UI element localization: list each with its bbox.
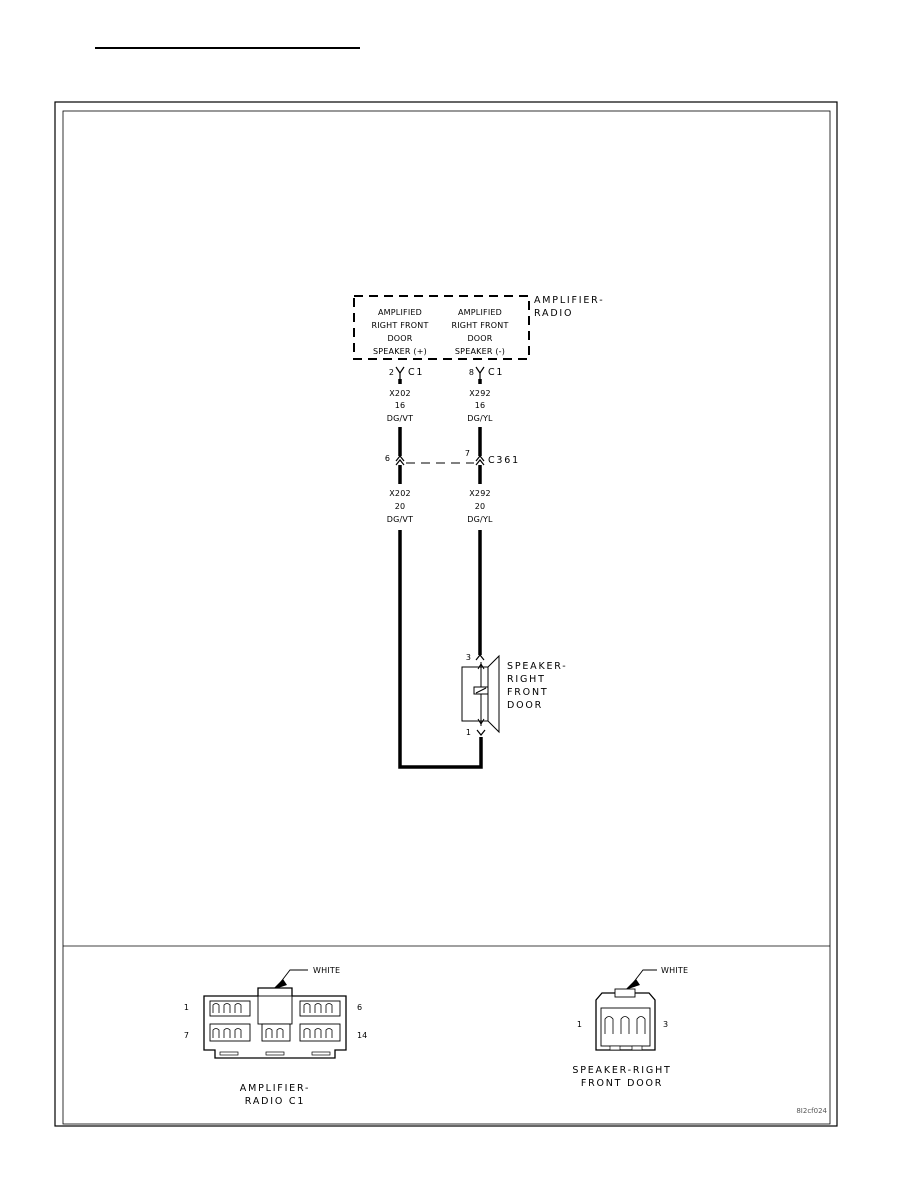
speaker-name-2: RIGHT <box>507 674 546 685</box>
pos-output-label-1: AMPLIFIED <box>378 308 422 317</box>
c361-connector: 6 7 C361 <box>385 449 520 466</box>
wire-x292-lower-color: DG/YL <box>467 515 493 524</box>
neg-output-label-4: SPEAKER (-) <box>455 347 505 356</box>
c1-connector-pos: 2 C1 <box>389 366 424 379</box>
c361-label: C361 <box>488 455 520 466</box>
wire-x292-lower-id: X292 <box>469 489 491 498</box>
amp-c1-name-1: AMPLIFIER- <box>240 1083 310 1094</box>
c1-pos-terminal-icon <box>395 366 405 375</box>
neg-output-label-3: DOOR <box>467 334 492 343</box>
speaker-connector-view: WHITE 1 3 SPEAKER-RIGHT FRONT DOOR <box>572 966 688 1089</box>
amp-c1-pin-6: 6 <box>357 1003 362 1012</box>
c1-label-neg: C1 <box>488 367 504 378</box>
speaker-conn-color-leader <box>632 969 657 984</box>
c361-neg-male-icon <box>475 459 485 466</box>
amplifier-radio-component: AMPLIFIER- RADIO AMPLIFIED RIGHT FRONT D… <box>353 295 604 360</box>
c361-neg-female-icon <box>475 455 485 462</box>
amp-c1-name-2: RADIO C1 <box>245 1096 305 1107</box>
wire-x292-upper-id: X292 <box>469 389 491 398</box>
c1-neg-terminal-icon <box>475 366 485 375</box>
wire-x292-upper-color: DG/YL <box>467 414 493 423</box>
speaker-pin-top: 3 <box>466 653 471 662</box>
wire-x202-upper-color: DG/VT <box>387 414 413 423</box>
wire-x202-lower-id: X202 <box>389 489 411 498</box>
pos-output-label-4: SPEAKER (+) <box>373 347 427 356</box>
wire-x292-lower-gauge: 20 <box>475 502 486 511</box>
c361-pin-pos: 6 <box>385 454 390 463</box>
neg-output-label-1: AMPLIFIED <box>458 308 502 317</box>
speaker-conn-pin-1: 1 <box>577 1020 582 1029</box>
pos-output-label-2: RIGHT FRONT <box>371 321 428 330</box>
speaker-conn-name-2: FRONT DOOR <box>581 1078 663 1089</box>
page-frame-inner <box>62 110 831 1125</box>
speaker-right-front-door: 3 1 SPEAKER- RIGHT FRONT DOOR <box>461 653 568 737</box>
neg-output-label-2: RIGHT FRONT <box>451 321 508 330</box>
amplifier-radio-name-2: RADIO <box>534 308 573 319</box>
c361-pos-female-icon <box>395 455 405 462</box>
figure-code: 8I2cf024 <box>796 1107 827 1115</box>
amp-c1-color-leader <box>279 969 308 984</box>
wire-x202-lower-color: DG/VT <box>387 515 413 524</box>
amp-c1-pin-14: 14 <box>357 1031 367 1040</box>
c1-pin-neg: 8 <box>469 368 474 377</box>
c1-connector-neg: 8 C1 <box>469 366 504 379</box>
c1-label-pos: C1 <box>408 367 424 378</box>
speaker-top-terminal-icon <box>475 654 485 661</box>
speaker-name-1: SPEAKER- <box>507 661 568 672</box>
wire-x202-lower-gauge: 20 <box>395 502 406 511</box>
speaker-name-4: DOOR <box>507 700 543 711</box>
wire-x292-upper-gauge: 16 <box>475 401 486 410</box>
speaker-conn-pin-3: 3 <box>663 1020 668 1029</box>
amplifier-radio-name-1: AMPLIFIER- <box>534 295 604 306</box>
wire-x202-upper-id: X202 <box>389 389 411 398</box>
speaker-pin-bottom: 1 <box>466 728 471 737</box>
c361-pin-neg: 7 <box>465 449 470 458</box>
wire-x202-lower-run <box>398 530 483 769</box>
amp-c1-leader-arrow-icon <box>272 979 287 990</box>
wire-x202-upper-gauge: 16 <box>395 401 406 410</box>
speaker-bottom-terminal-icon <box>476 729 486 736</box>
amp-c1-pin-1: 1 <box>184 1003 189 1012</box>
c1-pin-pos: 2 <box>389 368 394 377</box>
amp-c1-connector-view: WHITE 1 6 7 14 AMPL <box>184 966 367 1107</box>
speaker-name-3: FRONT <box>507 687 548 698</box>
speaker-conn-color-label: WHITE <box>661 966 688 975</box>
c361-pos-male-icon <box>395 459 405 466</box>
speaker-conn-leader-arrow-icon <box>625 979 640 990</box>
amp-c1-color-label: WHITE <box>313 966 340 975</box>
speaker-conn-name-1: SPEAKER-RIGHT <box>572 1065 671 1076</box>
amp-c1-pin-7: 7 <box>184 1031 189 1040</box>
pos-output-label-3: DOOR <box>387 334 412 343</box>
page-frame-outer <box>54 101 838 1127</box>
